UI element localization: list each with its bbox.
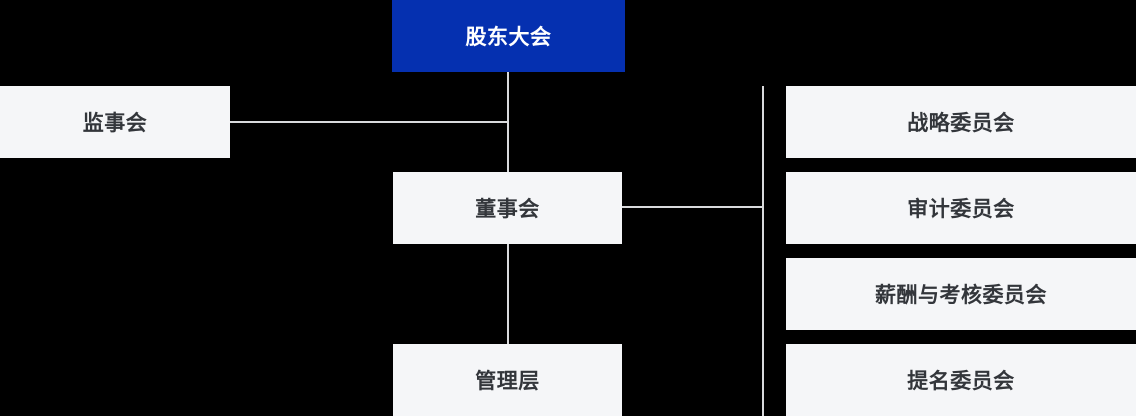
node-committee-nomination: 提名委员会 [786,344,1136,416]
connector-committee-spine [762,86,764,416]
connector-board-to-committees [622,206,763,208]
node-committee-audit: 审计委员会 [786,172,1136,244]
node-management-label: 管理层 [475,370,540,393]
node-committee-remuneration-assessment-label: 薪酬与考核委员会 [875,284,1047,307]
node-committee-audit-label: 审计委员会 [907,198,1015,221]
node-supervisory-board-label: 监事会 [82,112,148,135]
node-shareholders-meeting: 股东大会 [392,0,625,72]
node-shareholders-meeting-label: 股东大会 [465,26,552,49]
node-committee-strategy: 战略委员会 [786,86,1136,158]
node-board-of-directors: 董事会 [393,172,622,244]
node-committee-remuneration-assessment: 薪酬与考核委员会 [786,258,1136,330]
node-board-of-directors-label: 董事会 [475,198,540,221]
node-management: 管理层 [393,344,622,416]
node-committee-strategy-label: 战略委员会 [907,112,1015,135]
connector-supervisory-to-trunk [230,121,508,123]
connector-board-to-management [507,244,509,344]
node-committee-nomination-label: 提名委员会 [907,370,1015,393]
connector-shareholders-to-board [507,72,509,172]
node-supervisory-board: 监事会 [0,86,230,158]
